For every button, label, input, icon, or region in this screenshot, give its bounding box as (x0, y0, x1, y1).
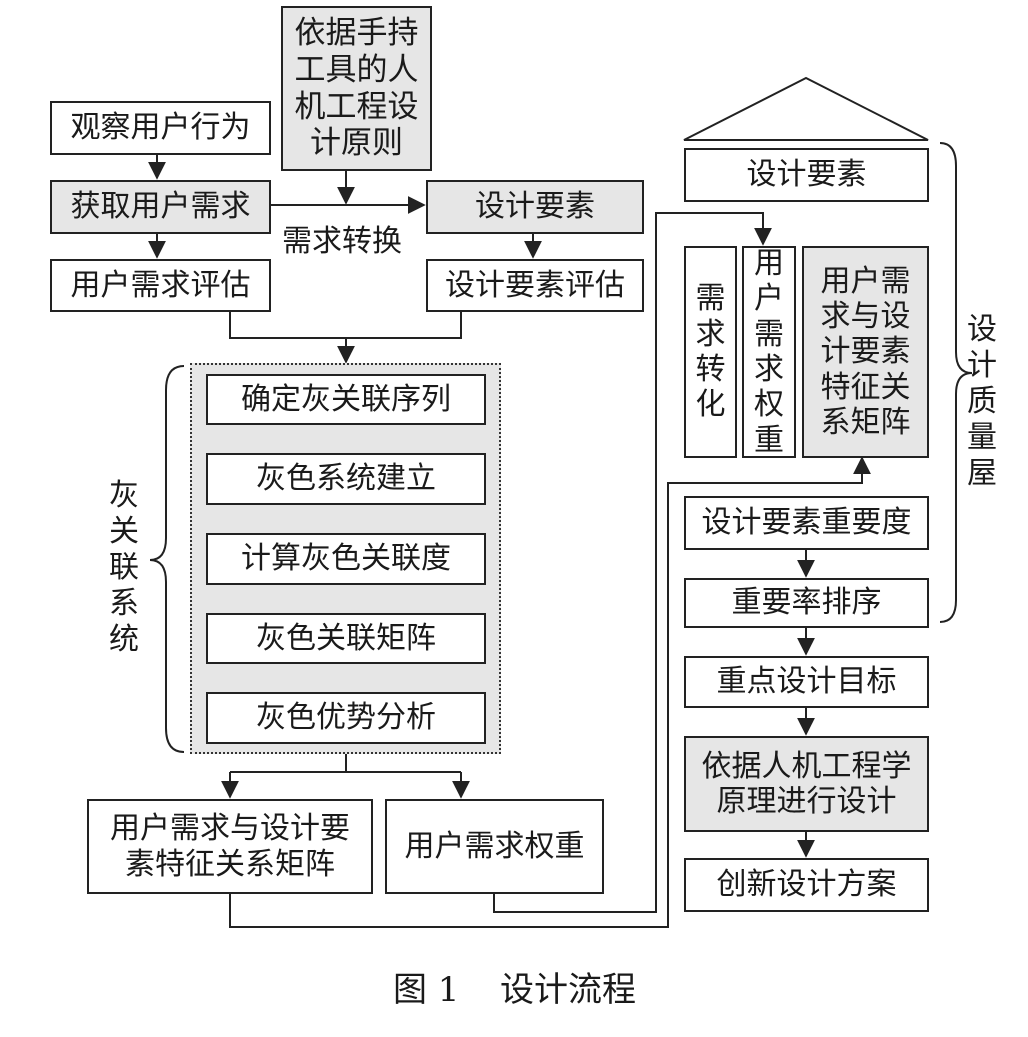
house-of-quality-label: 设 计 质 量 屋 (967, 312, 997, 491)
design-elements-evaluation-box: 设计要素评估 (426, 259, 644, 312)
innovative-design-box: 创新设计方案 (684, 858, 929, 912)
obtain-user-demand-box: 获取用户需求 (50, 180, 271, 234)
observe-user-behavior-box: 观察用户行为 (50, 101, 271, 155)
ergonomic-principle-box: 依据手持 工具的人 机工程设 计原则 (281, 6, 432, 171)
hoq-roof (683, 76, 929, 141)
hoq-design-elements-box: 设计要素 (684, 148, 929, 202)
key-design-target-box: 重点设计目标 (684, 656, 929, 708)
merge-line (229, 312, 462, 339)
importance-ranking-box: 重要率排序 (684, 578, 929, 628)
grey-brace (149, 365, 185, 753)
design-importance-box: 设计要素重要度 (684, 496, 929, 550)
grey-system-build-box: 灰色系统建立 (206, 453, 486, 505)
hoq-relation-matrix-box: 用户需 求与设 计要素 特征关 系矩阵 (802, 246, 929, 458)
grey-degree-box: 计算灰色关联度 (206, 533, 486, 585)
grey-sequence-box: 确定灰关联序列 (206, 374, 486, 425)
hoq-brace (939, 142, 973, 623)
design-elements-box: 设计要素 (426, 180, 644, 234)
hoq-user-weight-box: 用 户 需 求 权 重 (742, 246, 796, 458)
user-demand-evaluation-box: 用户需求评估 (50, 259, 271, 312)
hoq-demand-conversion-box: 需 求 转 化 (684, 246, 737, 458)
grey-advantage-box: 灰色优势分析 (206, 692, 486, 744)
arrow-weight-to-hoq (493, 212, 772, 913)
user-demand-weight-box: 用户需求权重 (385, 799, 604, 894)
figure-number: 图 1 (393, 970, 460, 1010)
grey-matrix-box: 灰色关联矩阵 (206, 613, 486, 664)
relation-matrix-box: 用户需求与设计要 素特征关系矩阵 (87, 799, 373, 894)
figure-title: 设计流程 (500, 970, 636, 1010)
arrow-relation-to-hoq (229, 456, 871, 928)
grey-system-label: 灰 关 联 系 统 (109, 478, 139, 657)
ergonomic-design-box: 依据人机工程学 原理进行设计 (684, 736, 929, 832)
demand-conversion-label: 需求转换 (282, 224, 402, 259)
